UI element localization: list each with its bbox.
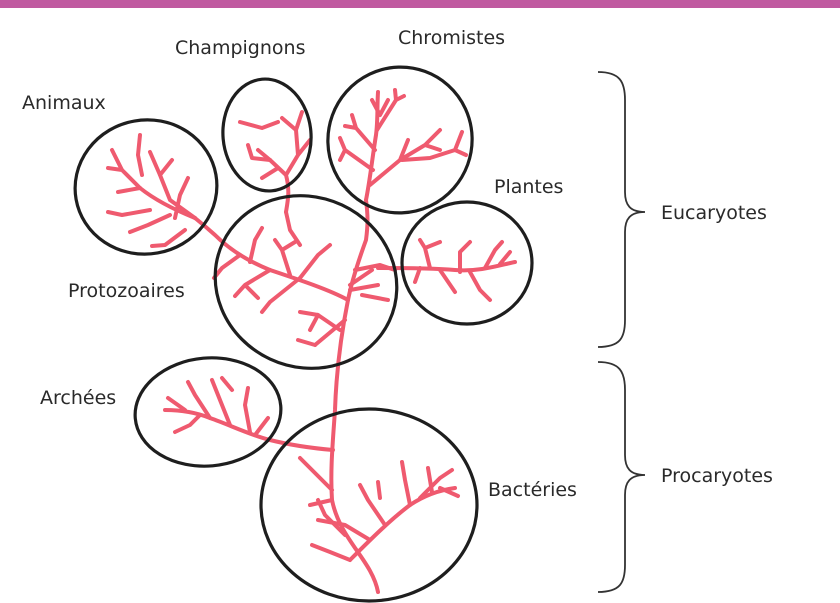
label-archees: Archées — [40, 387, 116, 409]
label-bacteries: Bactéries — [488, 479, 577, 501]
eucaryotes-brace — [598, 72, 645, 347]
label-eucaryotes: Eucaryotes — [661, 202, 767, 224]
label-chromistes: Chromistes — [398, 27, 505, 49]
label-plantes: Plantes — [494, 176, 563, 198]
group-outlines — [64, 47, 532, 601]
chromistes-circle — [307, 47, 492, 233]
label-procaryotes: Procaryotes — [661, 465, 773, 487]
trunk — [331, 200, 378, 592]
label-champignons: Champignons — [175, 37, 305, 59]
procaryotes-brace — [598, 362, 645, 592]
label-animaux: Animaux — [22, 92, 106, 114]
phylogenetic-tree — [108, 90, 515, 592]
animaux-circle — [64, 109, 227, 266]
label-protozoaires: Protozoaires — [68, 280, 185, 302]
